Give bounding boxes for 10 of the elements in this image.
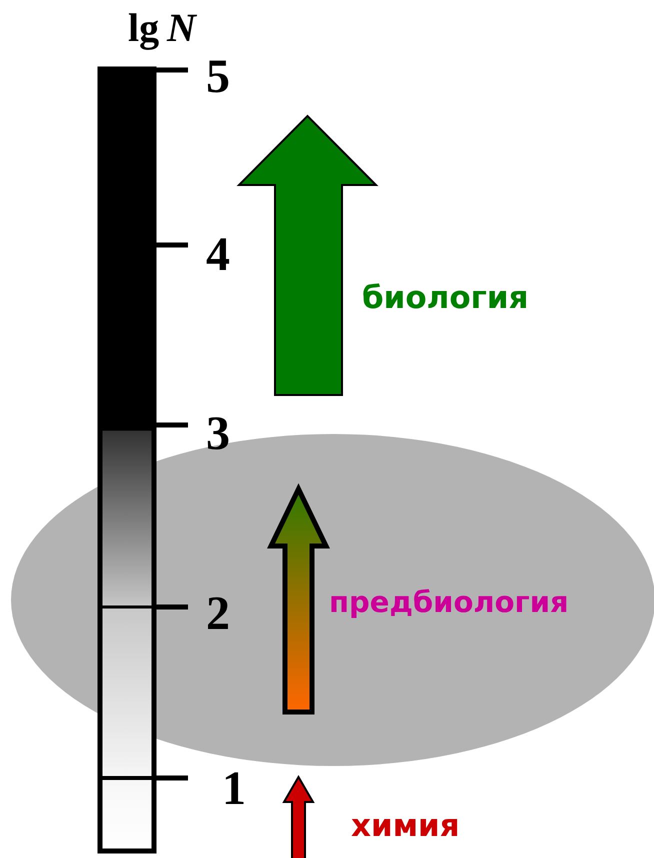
tick-label: 5 [206, 53, 230, 101]
axis-label: N [167, 8, 196, 48]
axis-label: lg [128, 8, 160, 48]
tick-label: 4 [206, 231, 230, 279]
stage-label: химия [351, 811, 460, 842]
stage-label: предбиология [329, 588, 569, 617]
tick-label: 2 [206, 590, 230, 638]
tick-label: 3 [206, 410, 230, 458]
stage-label: биология [362, 283, 528, 314]
tick-label: 1 [222, 765, 246, 813]
